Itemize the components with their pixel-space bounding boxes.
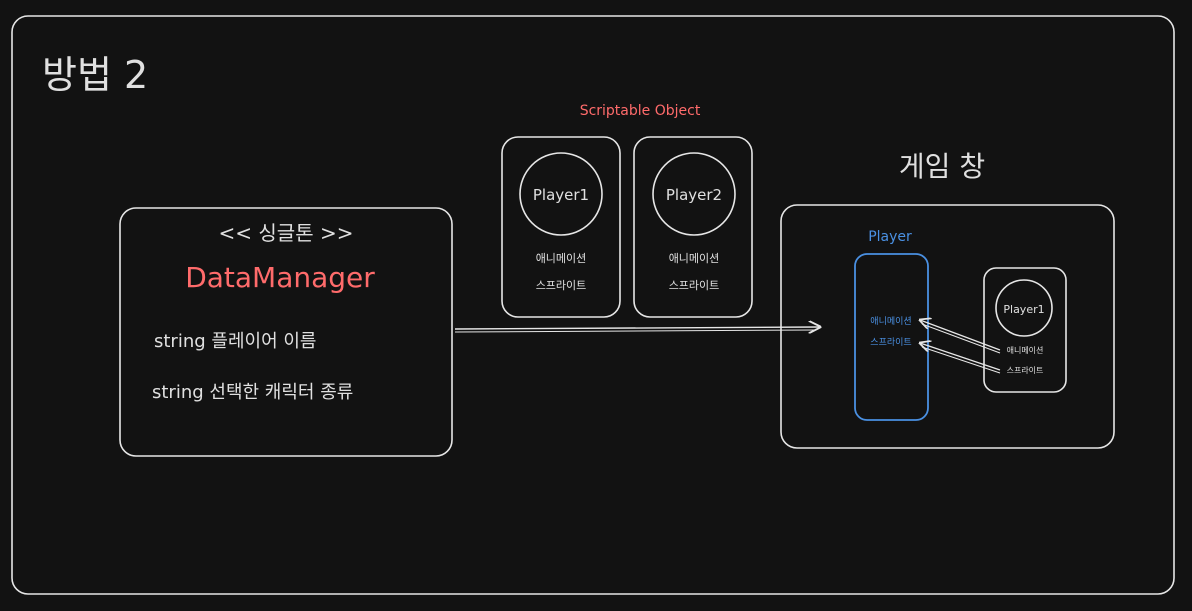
player-item-1: 애니메이션 bbox=[870, 316, 911, 327]
card2-name: Player2 bbox=[666, 186, 722, 204]
datamanager-to-game-arrow-second-stroke bbox=[454, 329, 817, 333]
scriptable-label: Scriptable Object bbox=[580, 103, 701, 119]
game-card-item-2: 스프라이트 bbox=[1007, 365, 1044, 375]
singleton-field-1: string 플레이어 이름 bbox=[154, 331, 316, 352]
outer-frame bbox=[11, 15, 1175, 595]
page-title: 방법 2 bbox=[42, 53, 148, 97]
player-object bbox=[854, 253, 929, 421]
player-item-2: 스프라이트 bbox=[870, 337, 911, 348]
card2-item-1: 애니메이션 bbox=[669, 252, 720, 265]
card2-item-2: 스프라이트 bbox=[669, 279, 720, 292]
animation-link-arrow-second-stroke bbox=[921, 323, 1001, 354]
game-window-title: 게임 창 bbox=[899, 150, 985, 183]
singleton-name: DataManager bbox=[185, 261, 375, 294]
player-object-label: Player bbox=[868, 229, 912, 245]
animation-link-arrow bbox=[920, 320, 1001, 351]
singleton-stereotype: << 싱글톤 >> bbox=[219, 221, 354, 245]
singleton-field-2: string 선택한 캐릭터 종류 bbox=[152, 382, 353, 403]
sprite-link-arrow bbox=[920, 343, 1001, 371]
sprite-link-arrow-second-stroke bbox=[921, 346, 1001, 374]
game-player1-portrait bbox=[995, 279, 1053, 337]
player2-portrait bbox=[652, 152, 736, 236]
card1-item-2: 스프라이트 bbox=[536, 279, 587, 292]
game-card-item-1: 애니메이션 bbox=[1007, 345, 1044, 355]
game-window: Player 애니메이션 스프라이트 Player1 애니메이션 스프라이트 bbox=[780, 204, 1115, 449]
scriptable-card-player1: Player1 애니메이션 스프라이트 bbox=[501, 136, 621, 318]
datamanager-to-game-arrow bbox=[454, 327, 820, 329]
game-card-name: Player1 bbox=[1003, 303, 1044, 316]
player1-portrait bbox=[519, 152, 603, 236]
singleton-box: << 싱글톤 >> DataManager string 플레이어 이름 str… bbox=[119, 207, 453, 457]
scriptable-card-player2: Player2 애니메이션 스프라이트 bbox=[633, 136, 753, 318]
card1-item-1: 애니메이션 bbox=[536, 252, 587, 265]
card1-name: Player1 bbox=[533, 186, 589, 204]
game-player1-card: Player1 애니메이션 스프라이트 bbox=[983, 267, 1067, 393]
